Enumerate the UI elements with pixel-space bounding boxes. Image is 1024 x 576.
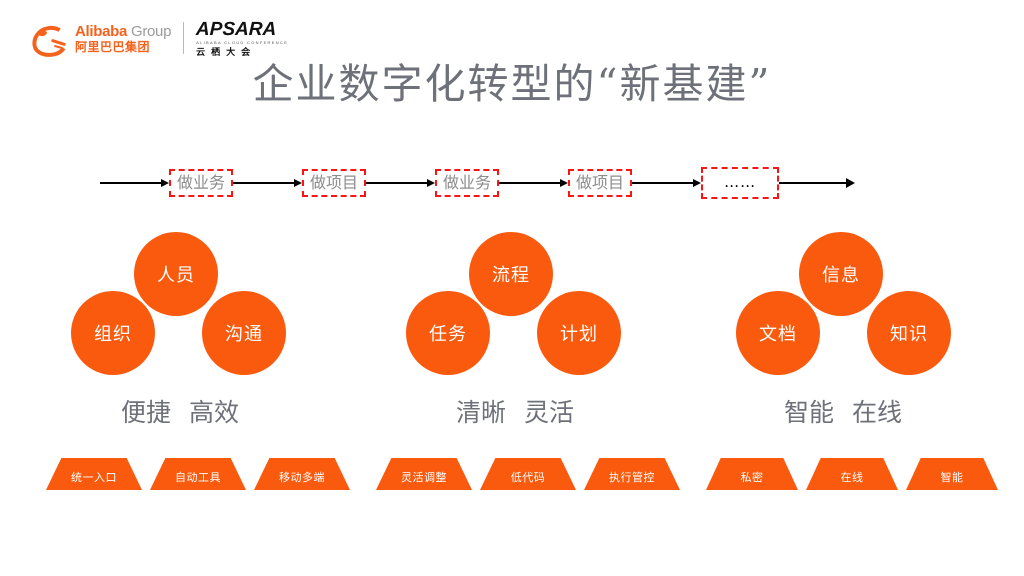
- trap-process-1-label: 低代码: [510, 470, 546, 484]
- circle-group-information: 信息 文档 知识: [733, 232, 951, 412]
- trap-people-2-label: 移动多端: [279, 470, 325, 484]
- trapezoid-shape: [584, 458, 680, 490]
- page-title: 企业数字化转型的“新基建”: [252, 60, 772, 108]
- flow-arrow-3: [632, 179, 702, 187]
- circle-process-top: 流程: [469, 232, 553, 316]
- trap-people-1: 自动工具: [150, 458, 246, 490]
- trapezoid-shape: [480, 458, 576, 490]
- trap-people-0-label: 统一入口: [71, 470, 117, 484]
- apsara-subtitle: ALIBABA CLOUD CONFERENCE: [196, 39, 289, 45]
- trap-process-1: 低代码: [480, 458, 576, 490]
- caption-information: 智能在线: [723, 393, 963, 429]
- flow-arrow-2: [499, 179, 569, 187]
- circle-people-left: 组织: [71, 291, 155, 375]
- trapezoid-shape: [254, 458, 350, 490]
- trap-information-0-label: 私密: [740, 470, 764, 484]
- circle-process-left: 任务: [406, 291, 490, 375]
- caption-information-left: 智能: [783, 398, 834, 427]
- trapezoid-band-process: 灵活调整 低代码 执行管控: [376, 458, 680, 490]
- trap-information-2: 智能: [906, 458, 998, 490]
- caption-process: 清晰灵活: [395, 393, 635, 429]
- trapezoid-shape: [706, 458, 798, 490]
- trapezoid-shape: [46, 458, 142, 490]
- trapezoid-band-people: 统一入口 自动工具 移动多端: [46, 458, 350, 490]
- trap-information-1-label: 在线: [840, 470, 864, 484]
- process-flow-row: 做业务 做项目 做业务 做项目 ……: [100, 166, 926, 200]
- apsara-wordmark: APSARA ALIBABA CLOUD CONFERENCE 云栖大会: [195, 18, 289, 57]
- circle-group-process: 流程 任务 计划: [403, 232, 621, 412]
- trapezoid-band-information: 私密 在线 智能: [706, 458, 998, 490]
- caption-people: 便捷高效: [60, 393, 300, 429]
- caption-people-left: 便捷: [120, 398, 171, 427]
- alibaba-mascot-icon: [29, 22, 71, 61]
- flow-arrow-start: [100, 179, 169, 187]
- flow-step-3: 做项目: [568, 168, 633, 198]
- alibaba-name-en: Alibaba Group: [75, 22, 172, 40]
- circle-group-people: 人员 组织 沟通: [68, 232, 286, 412]
- trap-information-2-label: 智能: [940, 470, 964, 484]
- trap-process-2: 执行管控: [584, 458, 680, 490]
- trapezoid-shape: [376, 458, 472, 490]
- logo-divider: [183, 22, 185, 54]
- trap-process-0: 灵活调整: [376, 458, 472, 490]
- brand-logo-bar: Alibaba Group 阿里巴巴集团 APSARA ALIBABA CLOU…: [29, 18, 289, 61]
- caption-process-right: 灵活: [524, 398, 575, 427]
- circle-information-top: 信息: [799, 232, 883, 316]
- circle-information-right: 知识: [867, 291, 951, 375]
- alibaba-name-cn: 阿里巴巴集团: [75, 39, 151, 54]
- flow-step-0: 做业务: [169, 168, 234, 198]
- caption-people-right: 高效: [189, 398, 240, 427]
- flow-step-1: 做项目: [302, 168, 367, 198]
- flow-arrow-1: [366, 179, 436, 187]
- apsara-name-en: APSARA: [195, 18, 277, 40]
- flow-step-4-ellipsis: ……: [701, 167, 780, 199]
- flow-arrow-end: [779, 178, 856, 188]
- caption-information-right: 在线: [852, 398, 903, 427]
- trap-information-0: 私密: [706, 458, 798, 490]
- circle-people-top: 人员: [134, 232, 218, 316]
- apsara-name-cn: 云栖大会: [196, 46, 257, 57]
- trapezoid-shape: [806, 458, 898, 490]
- trapezoid-shape: [906, 458, 998, 490]
- trap-people-2: 移动多端: [254, 458, 350, 490]
- alibaba-wordmark: Alibaba Group 阿里巴巴集团: [75, 24, 171, 53]
- trapezoid-shape: [150, 458, 246, 490]
- flow-arrow-0: [233, 179, 303, 187]
- trap-people-0: 统一入口: [46, 458, 142, 490]
- flow-step-2: 做业务: [435, 168, 500, 198]
- caption-process-left: 清晰: [455, 398, 506, 427]
- circle-people-right: 沟通: [202, 291, 286, 375]
- trap-people-1-label: 自动工具: [175, 470, 221, 484]
- trap-process-2-label: 执行管控: [609, 470, 655, 484]
- circle-information-left: 文档: [736, 291, 820, 375]
- circle-process-right: 计划: [537, 291, 621, 375]
- trap-process-0-label: 灵活调整: [401, 470, 447, 484]
- trap-information-1: 在线: [806, 458, 898, 490]
